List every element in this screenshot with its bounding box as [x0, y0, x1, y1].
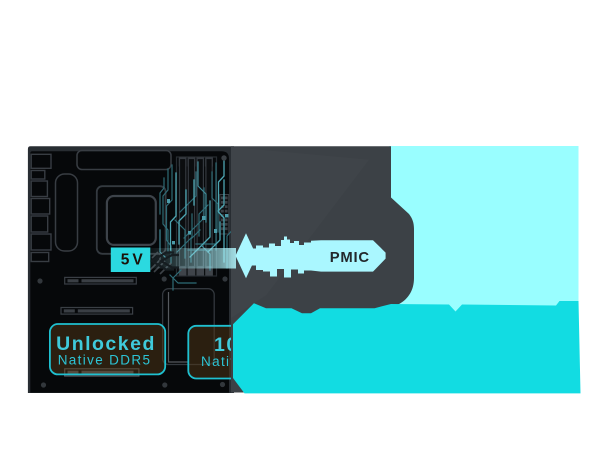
svg-text:PMIC: PMIC: [330, 250, 370, 266]
svg-text:Native DDR5: Native DDR5: [58, 352, 152, 367]
svg-text:Unlocked: Unlocked: [56, 333, 156, 355]
svg-text:5V: 5V: [121, 252, 146, 269]
